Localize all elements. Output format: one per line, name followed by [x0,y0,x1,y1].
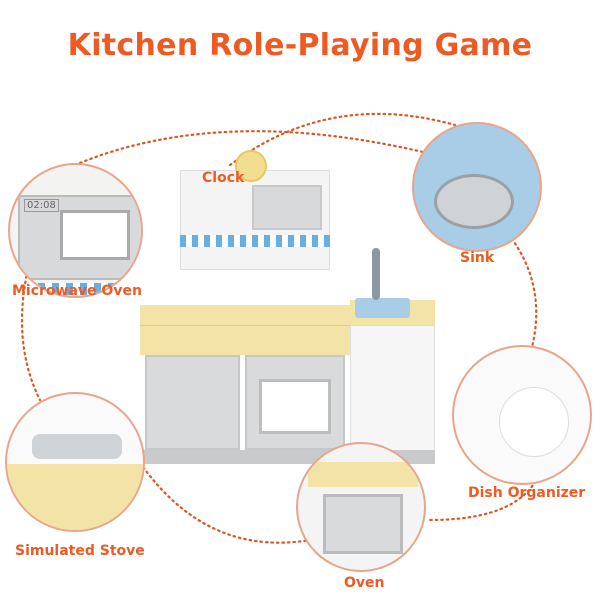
sink-basin [355,298,410,318]
oven-inset [296,442,426,572]
stove-inset [5,392,145,532]
clock [235,150,267,182]
sink-inset [412,122,542,252]
dish-shelves [350,325,435,455]
oven-door [245,355,345,450]
label-simulated-stove: Simulated Stove [15,543,145,559]
page-title: Kitchen Role-Playing Game [67,28,533,63]
microwave-inset: 02:08 [8,163,143,298]
dish-organizer-inset [452,345,592,485]
label-oven: Oven [344,575,385,591]
tile-strip [180,235,330,247]
counter [140,305,350,325]
microwave-display: 02:08 [24,199,59,212]
upper-microwave [252,185,322,230]
label-microwave-oven: Microwave Oven [12,283,142,299]
label-clock: Clock [202,170,245,186]
left-cabinet [145,355,240,450]
kitchen-toy [140,150,440,490]
faucet [372,248,380,300]
stove-panel [140,325,350,355]
label-sink: Sink [460,250,495,266]
label-dish-organizer: Dish Organizer [468,485,586,501]
